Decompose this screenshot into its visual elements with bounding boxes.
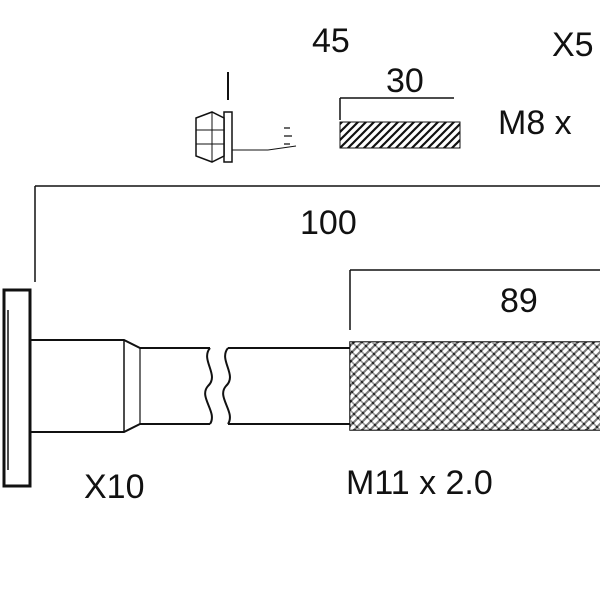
large-bolt-length-label: 100 xyxy=(300,204,357,242)
small-thread-dimension xyxy=(339,97,454,120)
large-thread-length-label: 89 xyxy=(500,282,538,320)
small-bolt-head xyxy=(195,111,233,163)
large-thread-spec-label: M11 x 2.0 xyxy=(346,464,493,502)
small-bolt xyxy=(195,72,461,163)
large-thread-dimension xyxy=(349,269,600,330)
large-bolt xyxy=(2,269,600,488)
large-length-dimension xyxy=(34,185,600,282)
large-bolt-quantity-label: X10 xyxy=(84,468,145,506)
small-thread-spec-label: M8 x xyxy=(498,104,572,142)
small-thread-length-label: 30 xyxy=(386,62,424,100)
small-bolt-length-label: 45 xyxy=(312,22,350,60)
small-bolt-quantity-label: X5 xyxy=(552,26,594,64)
